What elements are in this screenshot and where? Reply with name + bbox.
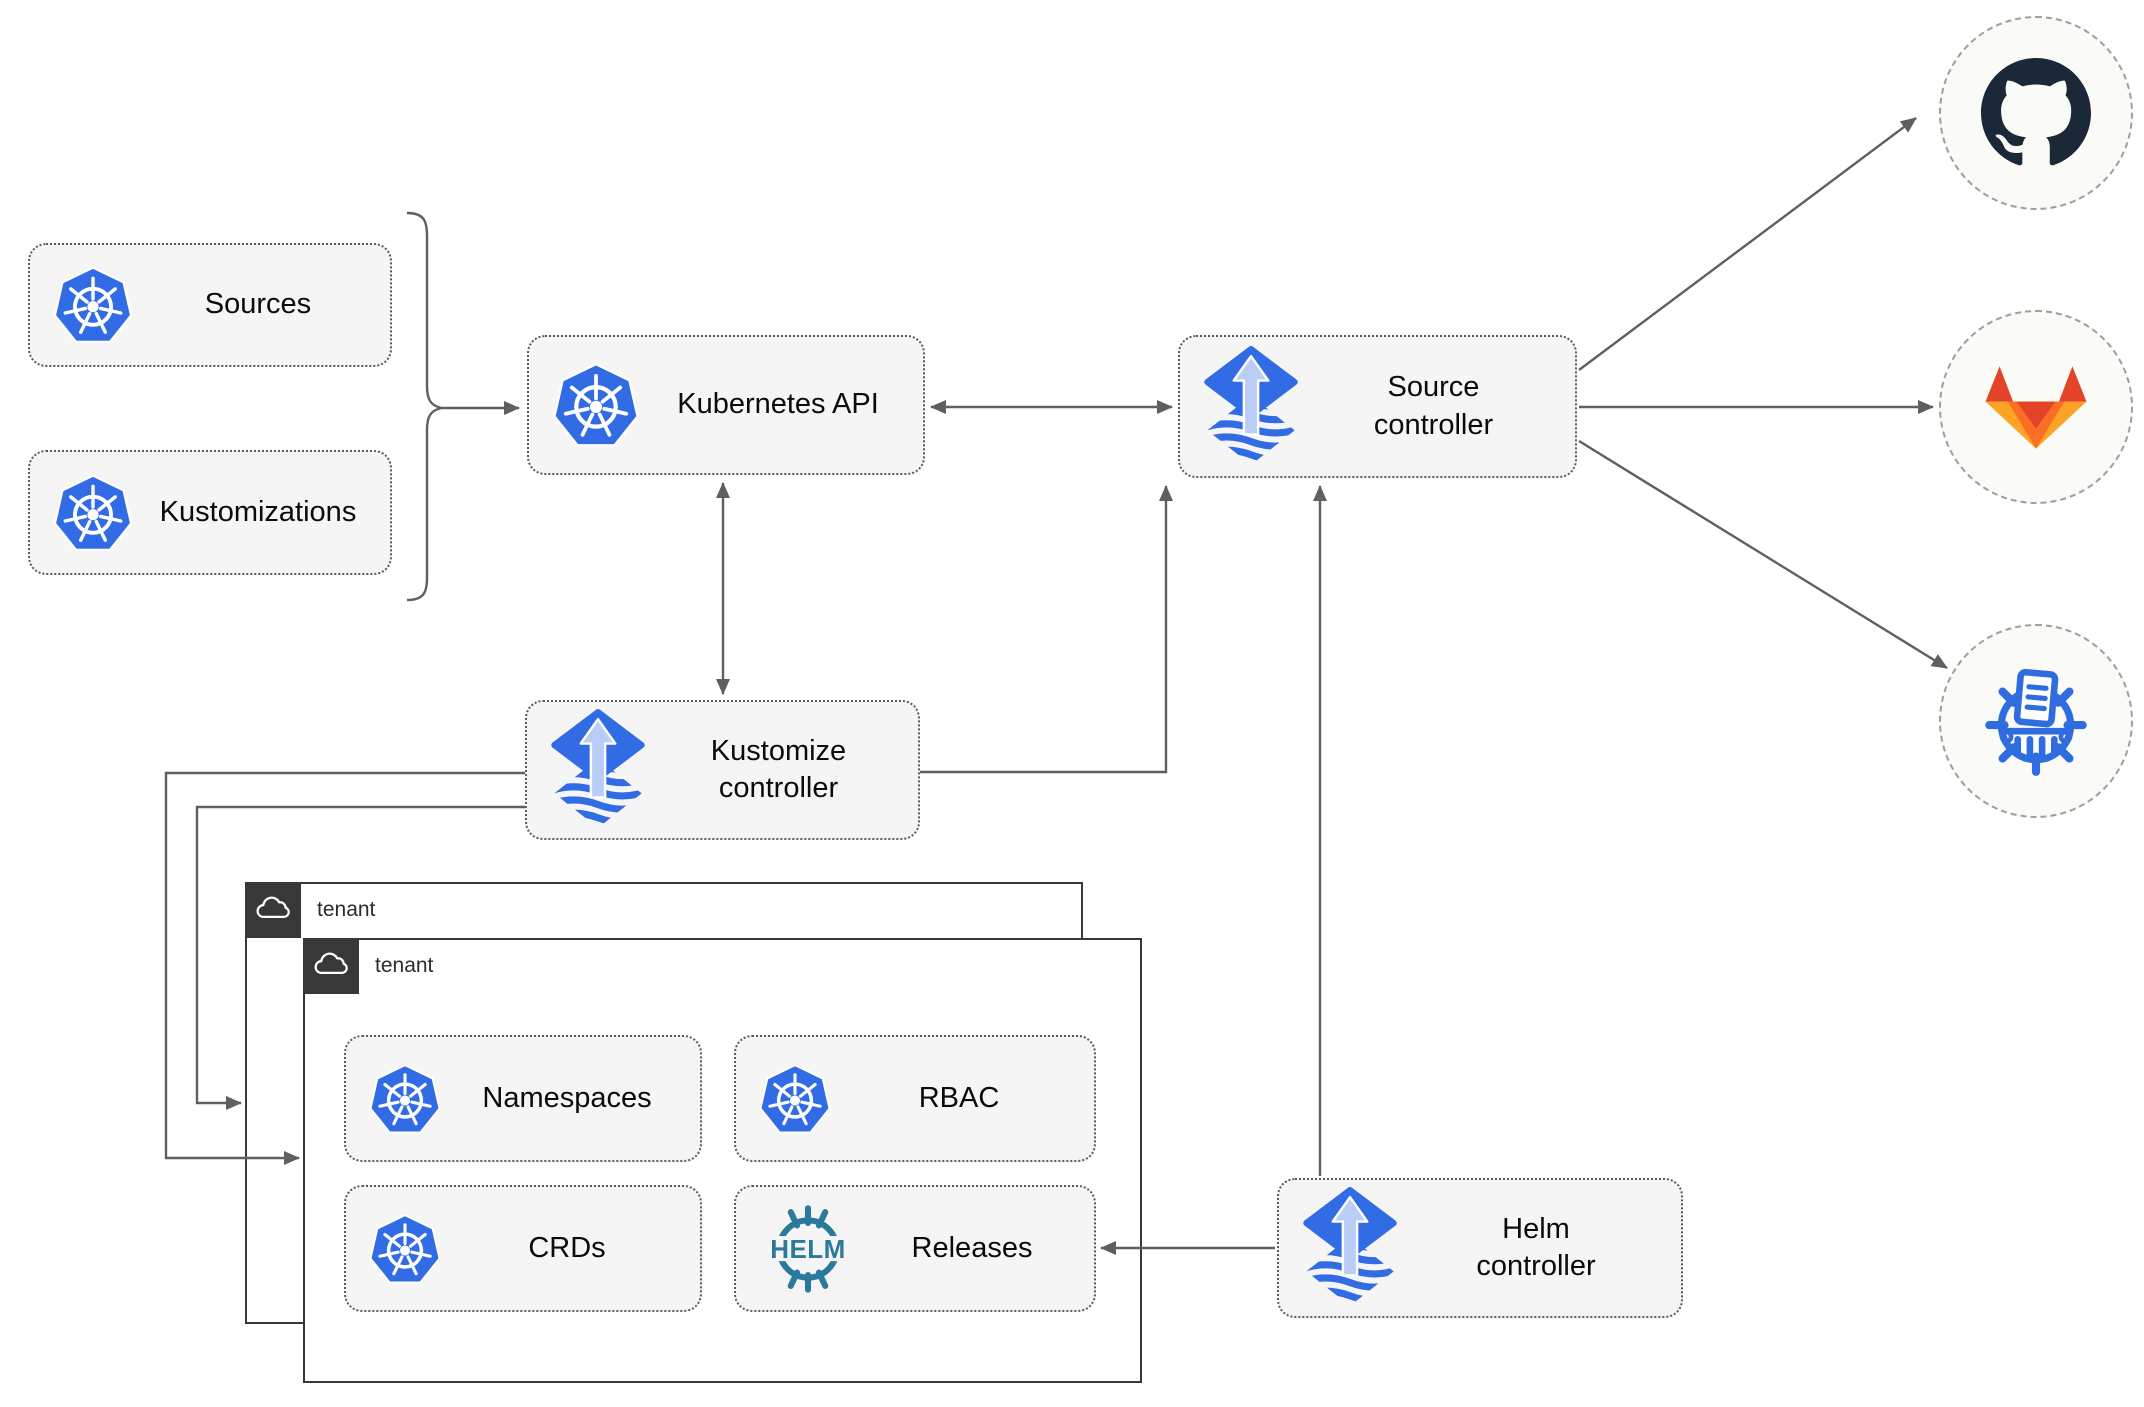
node-sources: Sources xyxy=(28,243,392,367)
node-releases-label: Releases xyxy=(911,1231,1033,1264)
node-helm-controller: Helm controller xyxy=(1277,1178,1683,1318)
tenant-badge xyxy=(245,882,301,938)
node-label-wrap: Sources xyxy=(142,286,374,323)
node-kubernetes-api-label: Kubernetes API xyxy=(677,388,879,421)
node-source-controller: Source controller xyxy=(1178,335,1577,478)
node-kustomizations: Kustomizations xyxy=(28,450,392,575)
node-releases: Releases xyxy=(734,1185,1096,1312)
brace xyxy=(406,211,443,602)
kubernetes-icon xyxy=(759,1063,831,1133)
github-icon xyxy=(1981,58,2091,166)
node-label-wrap: Helm controller xyxy=(1407,1211,1665,1285)
tenant-badge xyxy=(303,938,359,994)
node-sources-label: Sources xyxy=(204,288,312,321)
node-namespaces-label: Namespaces xyxy=(482,1081,652,1114)
node-label-wrap: Kustomize controller xyxy=(655,733,902,807)
remote-github xyxy=(1939,16,2133,210)
flux-icon xyxy=(1200,345,1302,469)
kubernetes-icon xyxy=(369,1213,441,1283)
remote-helm-repository xyxy=(1939,624,2133,818)
node-label-wrap: CRDs xyxy=(450,1230,684,1267)
node-source-controller-label: Source controller xyxy=(1373,371,1494,441)
kubernetes-icon xyxy=(369,1063,441,1133)
node-rbac-label: RBAC xyxy=(918,1081,1000,1114)
node-label-wrap: RBAC xyxy=(840,1080,1078,1117)
node-label-wrap: Releases xyxy=(866,1230,1078,1267)
node-label-wrap: Source controller xyxy=(1308,369,1559,443)
node-kustomize-controller: Kustomize controller xyxy=(525,700,920,840)
chartmuseum-icon xyxy=(1975,660,2097,782)
tenant-label: tenant xyxy=(375,954,434,977)
cloud-icon xyxy=(314,952,348,975)
node-crds: CRDs xyxy=(344,1185,702,1312)
flux-icon xyxy=(1299,1186,1401,1310)
remote-gitlab xyxy=(1939,310,2133,504)
node-kustomize-controller-label: Kustomize controller xyxy=(710,734,847,804)
node-label-wrap: Kubernetes API xyxy=(649,386,907,423)
edge-source-to-github xyxy=(1578,117,1917,371)
helm-icon xyxy=(756,1197,860,1301)
tenant-label: tenant xyxy=(317,898,376,921)
node-helm-controller-label: Helm controller xyxy=(1476,1212,1596,1282)
cloud-icon xyxy=(256,896,290,919)
kubernetes-icon xyxy=(50,262,136,348)
node-kustomizations-label: Kustomizations xyxy=(159,495,357,528)
edge-kustomize-to-source xyxy=(920,485,1173,774)
kubernetes-icon xyxy=(549,358,643,452)
node-label-wrap: Kustomizations xyxy=(142,494,374,531)
node-crds-label: CRDs xyxy=(528,1231,606,1264)
flux-icon xyxy=(547,708,649,832)
node-kubernetes-api: Kubernetes API xyxy=(527,335,925,475)
node-label-wrap: Namespaces xyxy=(450,1080,684,1117)
node-namespaces: Namespaces xyxy=(344,1035,702,1162)
tenant-box-front: tenant Namespaces RBAC CRDs Releases xyxy=(303,938,1142,1383)
gitlab-icon xyxy=(1985,365,2087,449)
node-rbac: RBAC xyxy=(734,1035,1096,1162)
edge-source-to-helm-repo xyxy=(1578,439,1948,670)
kubernetes-icon xyxy=(50,470,136,556)
